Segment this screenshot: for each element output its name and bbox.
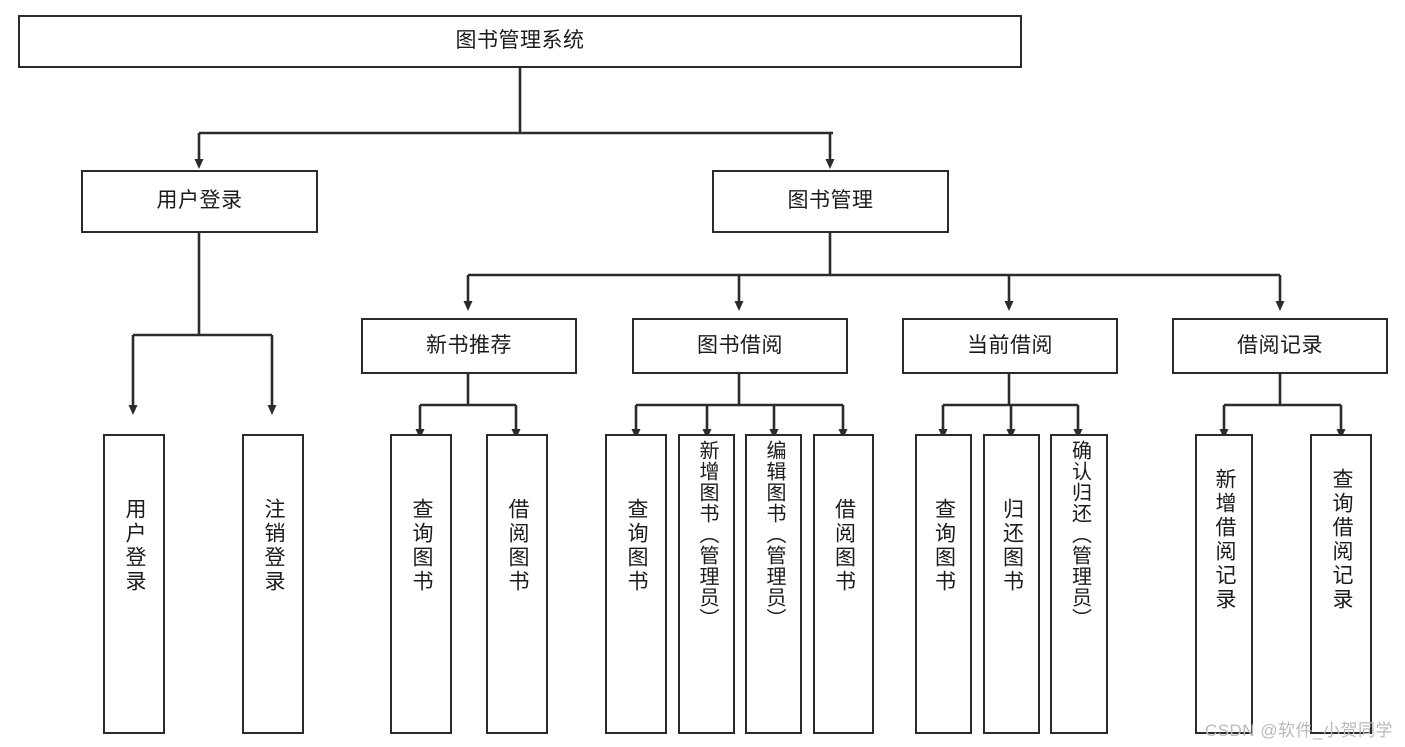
node-root-system[interactable]: 图书管理系统	[18, 15, 1022, 68]
node-label: 新增图书（管理员）	[696, 440, 718, 629]
node-label: 借阅图书	[832, 498, 856, 594]
node-leaf-add-record[interactable]: 新增借阅记录	[1195, 434, 1253, 734]
node-leaf-add-book[interactable]: 新增图书（管理员）	[678, 434, 735, 734]
node-label: 归还图书	[1000, 498, 1024, 594]
node-leaf-confirm-return[interactable]: 确认归还（管理员）	[1050, 434, 1108, 734]
node-current-borrow[interactable]: 当前借阅	[902, 318, 1118, 374]
node-leaf-edit-book[interactable]: 编辑图书（管理员）	[745, 434, 802, 734]
node-label: 借阅记录	[1237, 333, 1323, 357]
csdn-watermark: CSDN @软件_小贺同学	[1204, 721, 1393, 740]
node-label: 确认归还（管理员）	[1068, 440, 1091, 629]
node-label: 查询图书	[625, 498, 649, 594]
node-label: 用户登录	[156, 189, 243, 213]
node-label: 图书管理系统	[455, 29, 585, 53]
node-new-book-recommend[interactable]: 新书推荐	[361, 318, 577, 374]
node-user-login[interactable]: 用户登录	[81, 170, 318, 233]
node-label: 用户登录	[123, 498, 147, 594]
node-label: 编辑图书（管理员）	[763, 440, 785, 629]
node-label: 借阅图书	[506, 498, 530, 594]
node-leaf-query-book-1[interactable]: 查询图书	[390, 434, 452, 734]
node-book-manage[interactable]: 图书管理	[712, 170, 949, 233]
node-label: 图书管理	[787, 189, 874, 213]
node-label: 当前借阅	[967, 333, 1053, 357]
node-label: 图书借阅	[697, 333, 783, 357]
node-label: 查询图书	[410, 498, 434, 594]
node-leaf-borrow-book-1[interactable]: 借阅图书	[486, 434, 548, 734]
node-label: 新书推荐	[426, 333, 512, 357]
node-leaf-user-login[interactable]: 用户登录	[103, 434, 165, 734]
node-leaf-borrow-book-2[interactable]: 借阅图书	[813, 434, 874, 734]
node-leaf-query-record[interactable]: 查询借阅记录	[1310, 434, 1372, 734]
node-label: 查询借阅记录	[1330, 468, 1354, 612]
node-leaf-query-book-2[interactable]: 查询图书	[605, 434, 667, 734]
node-leaf-return-book[interactable]: 归还图书	[983, 434, 1040, 734]
node-label: 注销登录	[262, 498, 286, 594]
node-leaf-logout-login[interactable]: 注销登录	[242, 434, 304, 734]
node-borrow-record[interactable]: 借阅记录	[1172, 318, 1388, 374]
node-book-borrow[interactable]: 图书借阅	[632, 318, 848, 374]
node-label: 新增借阅记录	[1213, 468, 1237, 612]
node-leaf-query-book-3[interactable]: 查询图书	[915, 434, 972, 734]
node-label: 查询图书	[932, 498, 956, 594]
